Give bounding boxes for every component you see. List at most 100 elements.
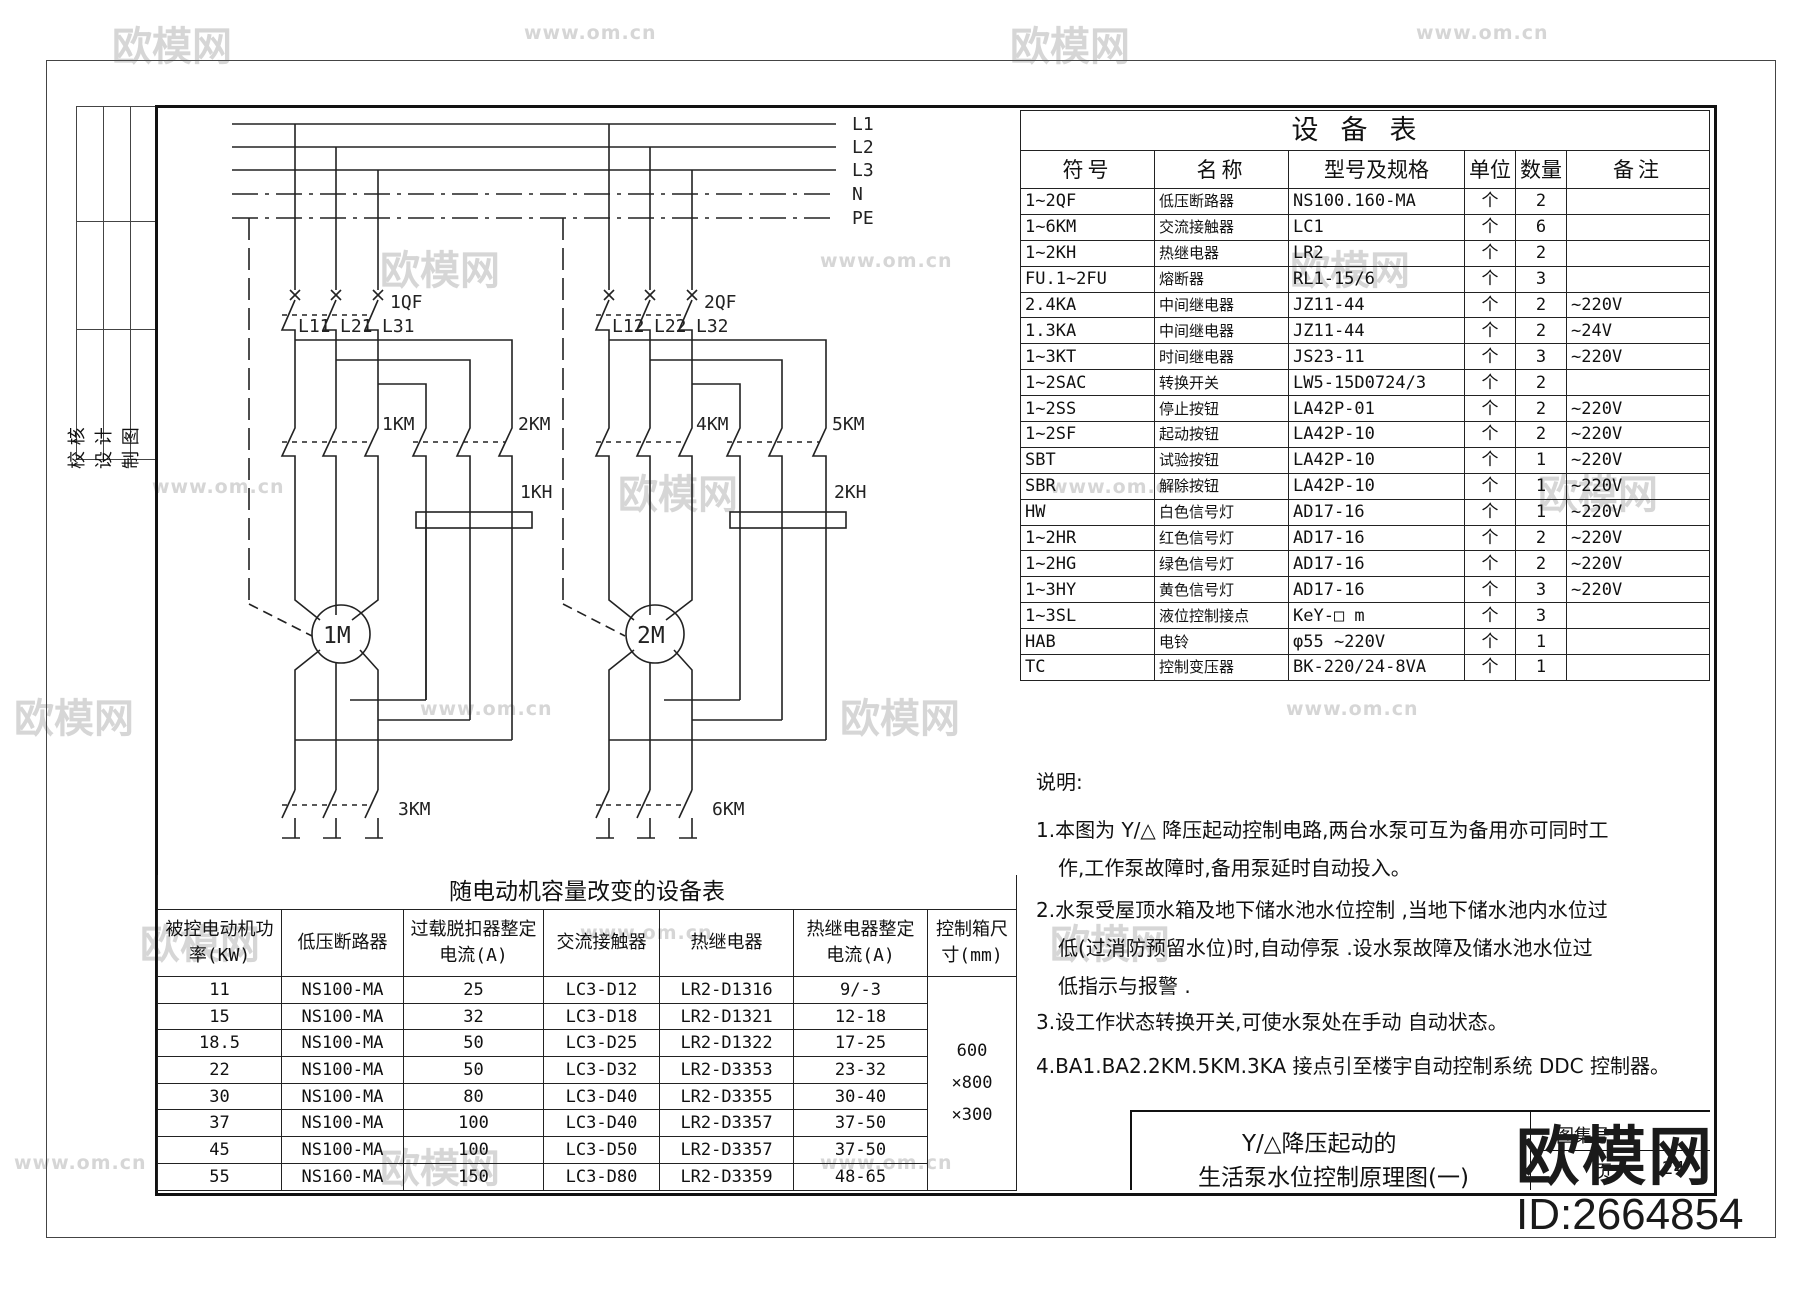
- motor-label-1m: 1M: [323, 623, 351, 649]
- device-table-cell: ~220V: [1566, 472, 1710, 500]
- bus-label-l3: L3: [852, 160, 874, 181]
- device-table-cell: φ55 ~220V: [1288, 628, 1465, 656]
- device-table-cell: LR2: [1288, 239, 1465, 267]
- device-table-cell: 个: [1464, 213, 1516, 241]
- motor-table-cell: LR2-D1321: [659, 1002, 794, 1031]
- title-line-1: Y/△降压起动的: [1242, 1131, 1397, 1157]
- device-table-cell: ~220V: [1566, 446, 1710, 474]
- motor-table-cell: LR2-D3357: [659, 1109, 794, 1138]
- device-table-cell: AD17-16: [1288, 524, 1465, 552]
- device-table-cell: [1566, 628, 1710, 656]
- device-table-cell: 3: [1515, 602, 1567, 630]
- bus-label-n: N: [852, 184, 863, 205]
- motor-label-2m: 2M: [637, 623, 665, 649]
- device-table-cell: ~24V: [1566, 317, 1710, 345]
- note-line: 2.水泵受屋顶水箱及地下储水池水位控制 ,当地下储水池内水位过: [1036, 898, 1608, 922]
- motor-table-cell: 100: [403, 1109, 544, 1138]
- device-table-cell: 个: [1464, 498, 1516, 526]
- device-table-cell: ~220V: [1566, 291, 1710, 319]
- title-block: Y/△降压起动的 生活泵水位控制原理图(一) 图集号 页 24: [1130, 1110, 1710, 1191]
- motor-table-title: 随电动机容量改变的设备表: [157, 875, 1017, 910]
- motor-table-cell: 30-40: [793, 1082, 928, 1111]
- watermark-site: www.om.cn: [152, 476, 285, 498]
- bus-label-l1: L1: [852, 114, 874, 135]
- device-table-cell: LA42P-10: [1288, 446, 1465, 474]
- bus-label-l2: L2: [852, 137, 874, 158]
- motor-table-cell: 30: [157, 1082, 282, 1111]
- device-table-cell: 转换开关: [1154, 369, 1289, 397]
- watermark-logo: 欧模网: [112, 24, 232, 70]
- device-table-cell: SBT: [1020, 446, 1155, 474]
- device-table-cell: 个: [1464, 291, 1516, 319]
- breaker-label-1qf: 1QF: [390, 292, 423, 313]
- motor-table-cell: 9/-3: [793, 976, 928, 1004]
- device-table-cell: 个: [1464, 524, 1516, 552]
- contactor-label-1km: 1KM: [382, 414, 415, 435]
- device-table-cell: KeY-□ m: [1288, 602, 1465, 630]
- motor-table-cell: 15: [157, 1002, 282, 1031]
- contactor-label-4km: 4KM: [696, 414, 729, 435]
- control-box-size-line: ×800: [951, 1073, 993, 1094]
- motor-table-cell: LR2-D3353: [659, 1056, 794, 1084]
- device-table-cell: 个: [1464, 472, 1516, 500]
- device-table-cell: ~220V: [1566, 395, 1710, 423]
- motor-table-cell: NS100-MA: [281, 1136, 404, 1164]
- motor-table-header: 被控电动机功率(KW): [157, 909, 282, 977]
- device-table-cell: 解除按钮: [1154, 472, 1289, 500]
- device-table-cell: 1: [1515, 472, 1567, 500]
- device-table-cell: JZ11-44: [1288, 317, 1465, 345]
- motor-table-cell: NS100-MA: [281, 1109, 404, 1138]
- title-line-2: 生活泵水位控制原理图(一): [1198, 1165, 1469, 1191]
- watermark-site: www.om.cn: [1416, 22, 1549, 44]
- device-table-title: 设备表: [1020, 110, 1710, 151]
- device-table-cell: ~220V: [1566, 576, 1710, 604]
- device-table-cell: [1566, 265, 1710, 293]
- device-table-cell: LW5-15D0724/3: [1288, 369, 1465, 397]
- device-table-cell: RL1-15/6: [1288, 265, 1465, 293]
- device-table-cell: 2: [1515, 291, 1567, 319]
- watermark-site: www.om.cn: [420, 698, 553, 720]
- device-table-cell: 红色信号灯: [1154, 524, 1289, 552]
- device-table-cell: 个: [1464, 395, 1516, 423]
- motor-table-cell: LR2-D3355: [659, 1082, 794, 1111]
- bus-label-pe: PE: [852, 208, 874, 229]
- motor-table-cell: 12-18: [793, 1002, 928, 1031]
- device-table-cell: ~220V: [1566, 421, 1710, 448]
- device-table-cell: 个: [1464, 421, 1516, 448]
- motor-table-header: 热继电器整定电流(A): [793, 909, 928, 977]
- device-table-cell: 低压断路器: [1154, 188, 1289, 215]
- device-table-cell: 1: [1515, 446, 1567, 474]
- device-table-cell: 2: [1515, 369, 1567, 397]
- contactor-label-2km: 2KM: [518, 414, 551, 435]
- watermark-logo: 欧模网: [618, 472, 738, 518]
- phase-label: L11: [298, 316, 331, 337]
- device-table-cell: 个: [1464, 265, 1516, 293]
- device-table-cell: 个: [1464, 654, 1516, 681]
- title-block-number: 24: [1662, 1158, 1685, 1179]
- device-table-cell: 2: [1515, 421, 1567, 448]
- motor-table-cell: NS160-MA: [281, 1162, 404, 1191]
- device-table-cell: 个: [1464, 369, 1516, 397]
- device-table-cell: LC1: [1288, 213, 1465, 241]
- device-table-header: 型号及规格: [1288, 150, 1465, 189]
- device-table-header: 备注: [1566, 150, 1710, 189]
- device-table-cell: ~220V: [1566, 524, 1710, 552]
- device-table-cell: 1~2HG: [1020, 550, 1155, 578]
- breaker-label-2qf: 2QF: [704, 292, 737, 313]
- device-table-cell: 1.3KA: [1020, 317, 1155, 345]
- motor-table-cell: 37: [157, 1109, 282, 1138]
- relay-label-1kh: 1KH: [520, 482, 553, 503]
- device-table-cell: 2: [1515, 188, 1567, 215]
- motor-table-cell: 48-65: [793, 1162, 928, 1191]
- drawing-sheet-border: [46, 60, 1776, 1238]
- motor-table-cell: 50: [403, 1029, 544, 1058]
